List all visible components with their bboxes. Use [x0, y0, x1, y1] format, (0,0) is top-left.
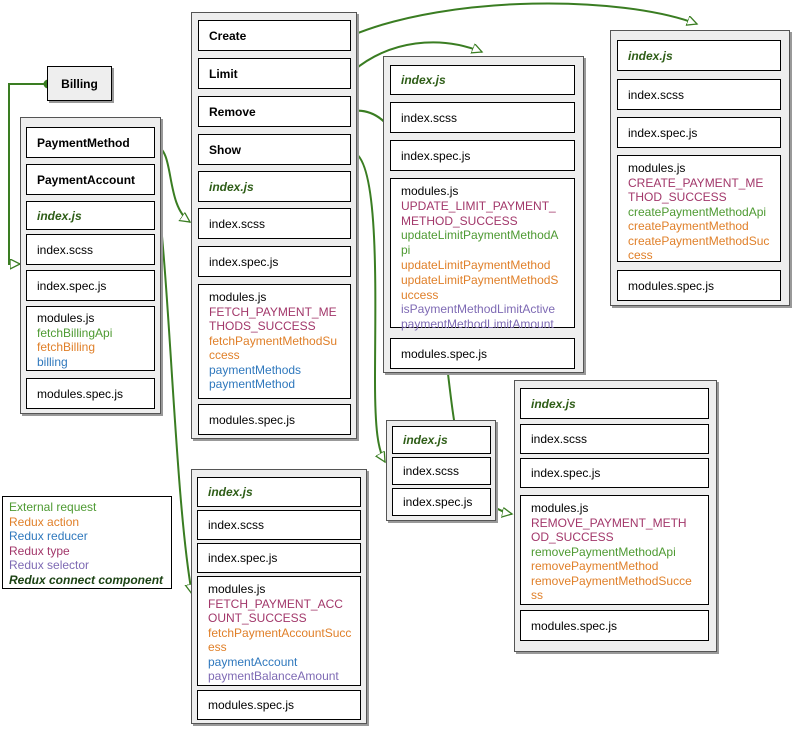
payment-method-component: PaymentMethod: [26, 127, 155, 158]
modules-line: isPaymentMethodLimitActive: [401, 302, 556, 317]
modules-title: modules.js: [628, 161, 686, 175]
index-js-file: index.js: [26, 201, 155, 230]
index-js-file: index.js: [392, 426, 491, 454]
modules-js-file: modules.js CREATE_PAYMENT_ME THOD_SUCCES…: [617, 155, 781, 262]
modules-line: createPaymentMethod: [628, 219, 749, 233]
modules-line: updateLimitPaymentMethodS: [401, 272, 559, 287]
remove-module-panel: index.js index.scss index.spec.js module…: [514, 380, 717, 652]
modules-title: modules.js: [208, 582, 266, 596]
payment-account-component: PaymentAccount: [26, 164, 155, 195]
modules-spec-file: modules.spec.js: [197, 690, 361, 720]
index-scss-file: index.scss: [26, 234, 155, 265]
modules-line: UPDATE_LIMIT_PAYMENT_: [401, 198, 556, 213]
index-spec-file: index.spec.js: [392, 488, 491, 516]
modules-spec-file: modules.spec.js: [520, 610, 709, 641]
modules-line: updateLimitPaymentMethod: [401, 257, 551, 272]
modules-js-file: modules.js FETCH_PAYMENT_ME THODS_SUCCES…: [198, 284, 351, 399]
modules-js-file: modules.js fetchBillingApi fetchBilling …: [26, 306, 155, 371]
modules-line: FETCH_PAYMENT_ME: [209, 304, 337, 319]
index-scss-file: index.scss: [617, 79, 781, 110]
index-js-file: index.js: [390, 65, 575, 95]
index-scss-file: index.scss: [520, 424, 709, 454]
modules-line: pi: [401, 243, 411, 258]
modules-title: modules.js: [401, 184, 459, 198]
index-scss-file: index.scss: [198, 208, 351, 239]
modules-line: fetchPaymentAccountSucc: [208, 625, 352, 640]
legend-redux-connect-component: Redux connect component: [9, 572, 164, 587]
modules-line: ccess: [209, 348, 240, 362]
index-spec-file: index.spec.js: [197, 543, 361, 573]
modules-line: removePaymentMethodApi: [531, 544, 676, 559]
modules-line: billing: [37, 354, 68, 369]
show-module-panel: index.js index.scss index.spec.js: [386, 420, 496, 521]
index-spec-file: index.spec.js: [617, 117, 781, 148]
modules-line: ess: [208, 640, 227, 654]
modules-line: paymentBalanceAmount: [208, 669, 339, 683]
modules-line: removePaymentMethod: [531, 559, 659, 573]
modules-line: paymentMethod: [209, 377, 296, 391]
modules-line: FETCH_PAYMENT_ACC: [208, 596, 343, 611]
modules-line: updateLimitPaymentMethodA: [401, 228, 559, 243]
index-spec-file: index.spec.js: [198, 246, 351, 277]
modules-title: modules.js: [37, 311, 95, 325]
index-scss-file: index.scss: [392, 457, 491, 485]
index-spec-file: index.spec.js: [390, 140, 575, 171]
create-component: Create: [198, 20, 351, 51]
modules-line: ss: [531, 588, 543, 602]
modules-line: uccess: [401, 287, 439, 302]
index-spec-file: index.spec.js: [520, 458, 709, 488]
limit-module-panel: index.js index.scss index.spec.js module…: [383, 56, 584, 373]
modules-line: paymentAccount: [208, 654, 298, 669]
modules-title: modules.js: [531, 501, 589, 515]
index-js-file: index.js: [617, 40, 781, 71]
payment-method-module-panel: Create Limit Remove Show index.js index.…: [191, 12, 357, 439]
create-module-panel: index.js index.scss index.spec.js module…: [610, 30, 790, 306]
modules-line: CREATE_PAYMENT_ME: [628, 175, 764, 190]
modules-line: fetchBillingApi: [37, 325, 113, 340]
index-js-file: index.js: [520, 388, 709, 419]
arrow-payment-method-to-module: [155, 145, 190, 223]
modules-line: paymentMethods: [209, 362, 302, 377]
modules-line: createPaymentMethodApi: [628, 204, 767, 219]
modules-line: fetchPaymentMethodSu: [209, 333, 338, 348]
index-js-file: index.js: [197, 477, 361, 507]
legend-external-request: External request: [9, 500, 97, 514]
modules-line: THODS_SUCCESS: [209, 319, 316, 333]
modules-line: REMOVE_PAYMENT_METH: [531, 515, 687, 530]
modules-spec-file: modules.spec.js: [198, 404, 351, 435]
remove-component: Remove: [198, 96, 351, 127]
legend-redux-action: Redux action: [9, 514, 80, 529]
index-js-file: index.js: [198, 171, 351, 202]
billing-module-panel: PaymentMethod PaymentAccount index.js in…: [20, 117, 161, 414]
modules-line: removePaymentMethodSucce: [531, 573, 692, 588]
modules-title: modules.js: [209, 290, 267, 304]
index-scss-file: index.scss: [390, 102, 575, 133]
legend-redux-selector: Redux selector: [9, 558, 90, 572]
modules-line: OD_SUCCESS: [531, 530, 614, 544]
payment-account-module-panel: index.js index.scss index.spec.js module…: [191, 469, 367, 724]
modules-line: METHOD_SUCCESS: [401, 213, 518, 228]
legend: External request Redux action Redux redu…: [2, 496, 172, 589]
modules-js-file: modules.js FETCH_PAYMENT_ACC OUNT_SUCCES…: [197, 576, 361, 686]
index-scss-file: index.scss: [197, 510, 361, 540]
legend-redux-type: Redux type: [9, 543, 70, 558]
modules-line: paymentMethodLimitAmount: [401, 317, 554, 332]
modules-line: createPaymentMethodSuc: [628, 233, 770, 248]
modules-line: fetchBilling: [37, 340, 96, 354]
modules-spec-file: modules.spec.js: [390, 338, 575, 369]
modules-line: THOD_SUCCESS: [628, 190, 727, 204]
billing-node: Billing: [47, 66, 112, 101]
index-spec-file: index.spec.js: [26, 270, 155, 301]
modules-line: cess: [628, 248, 653, 262]
limit-component: Limit: [198, 58, 351, 89]
modules-js-file: modules.js REMOVE_PAYMENT_METH OD_SUCCES…: [520, 495, 709, 605]
legend-redux-reducer: Redux reducer: [9, 529, 88, 543]
modules-line: OUNT_SUCCESS: [208, 611, 307, 625]
modules-js-file: modules.js UPDATE_LIMIT_PAYMENT_ METHOD_…: [390, 178, 575, 331]
modules-spec-file: modules.spec.js: [26, 378, 155, 409]
show-component: Show: [198, 134, 351, 165]
arrow-show-to-module: [352, 151, 386, 462]
modules-spec-file: modules.spec.js: [617, 270, 781, 301]
